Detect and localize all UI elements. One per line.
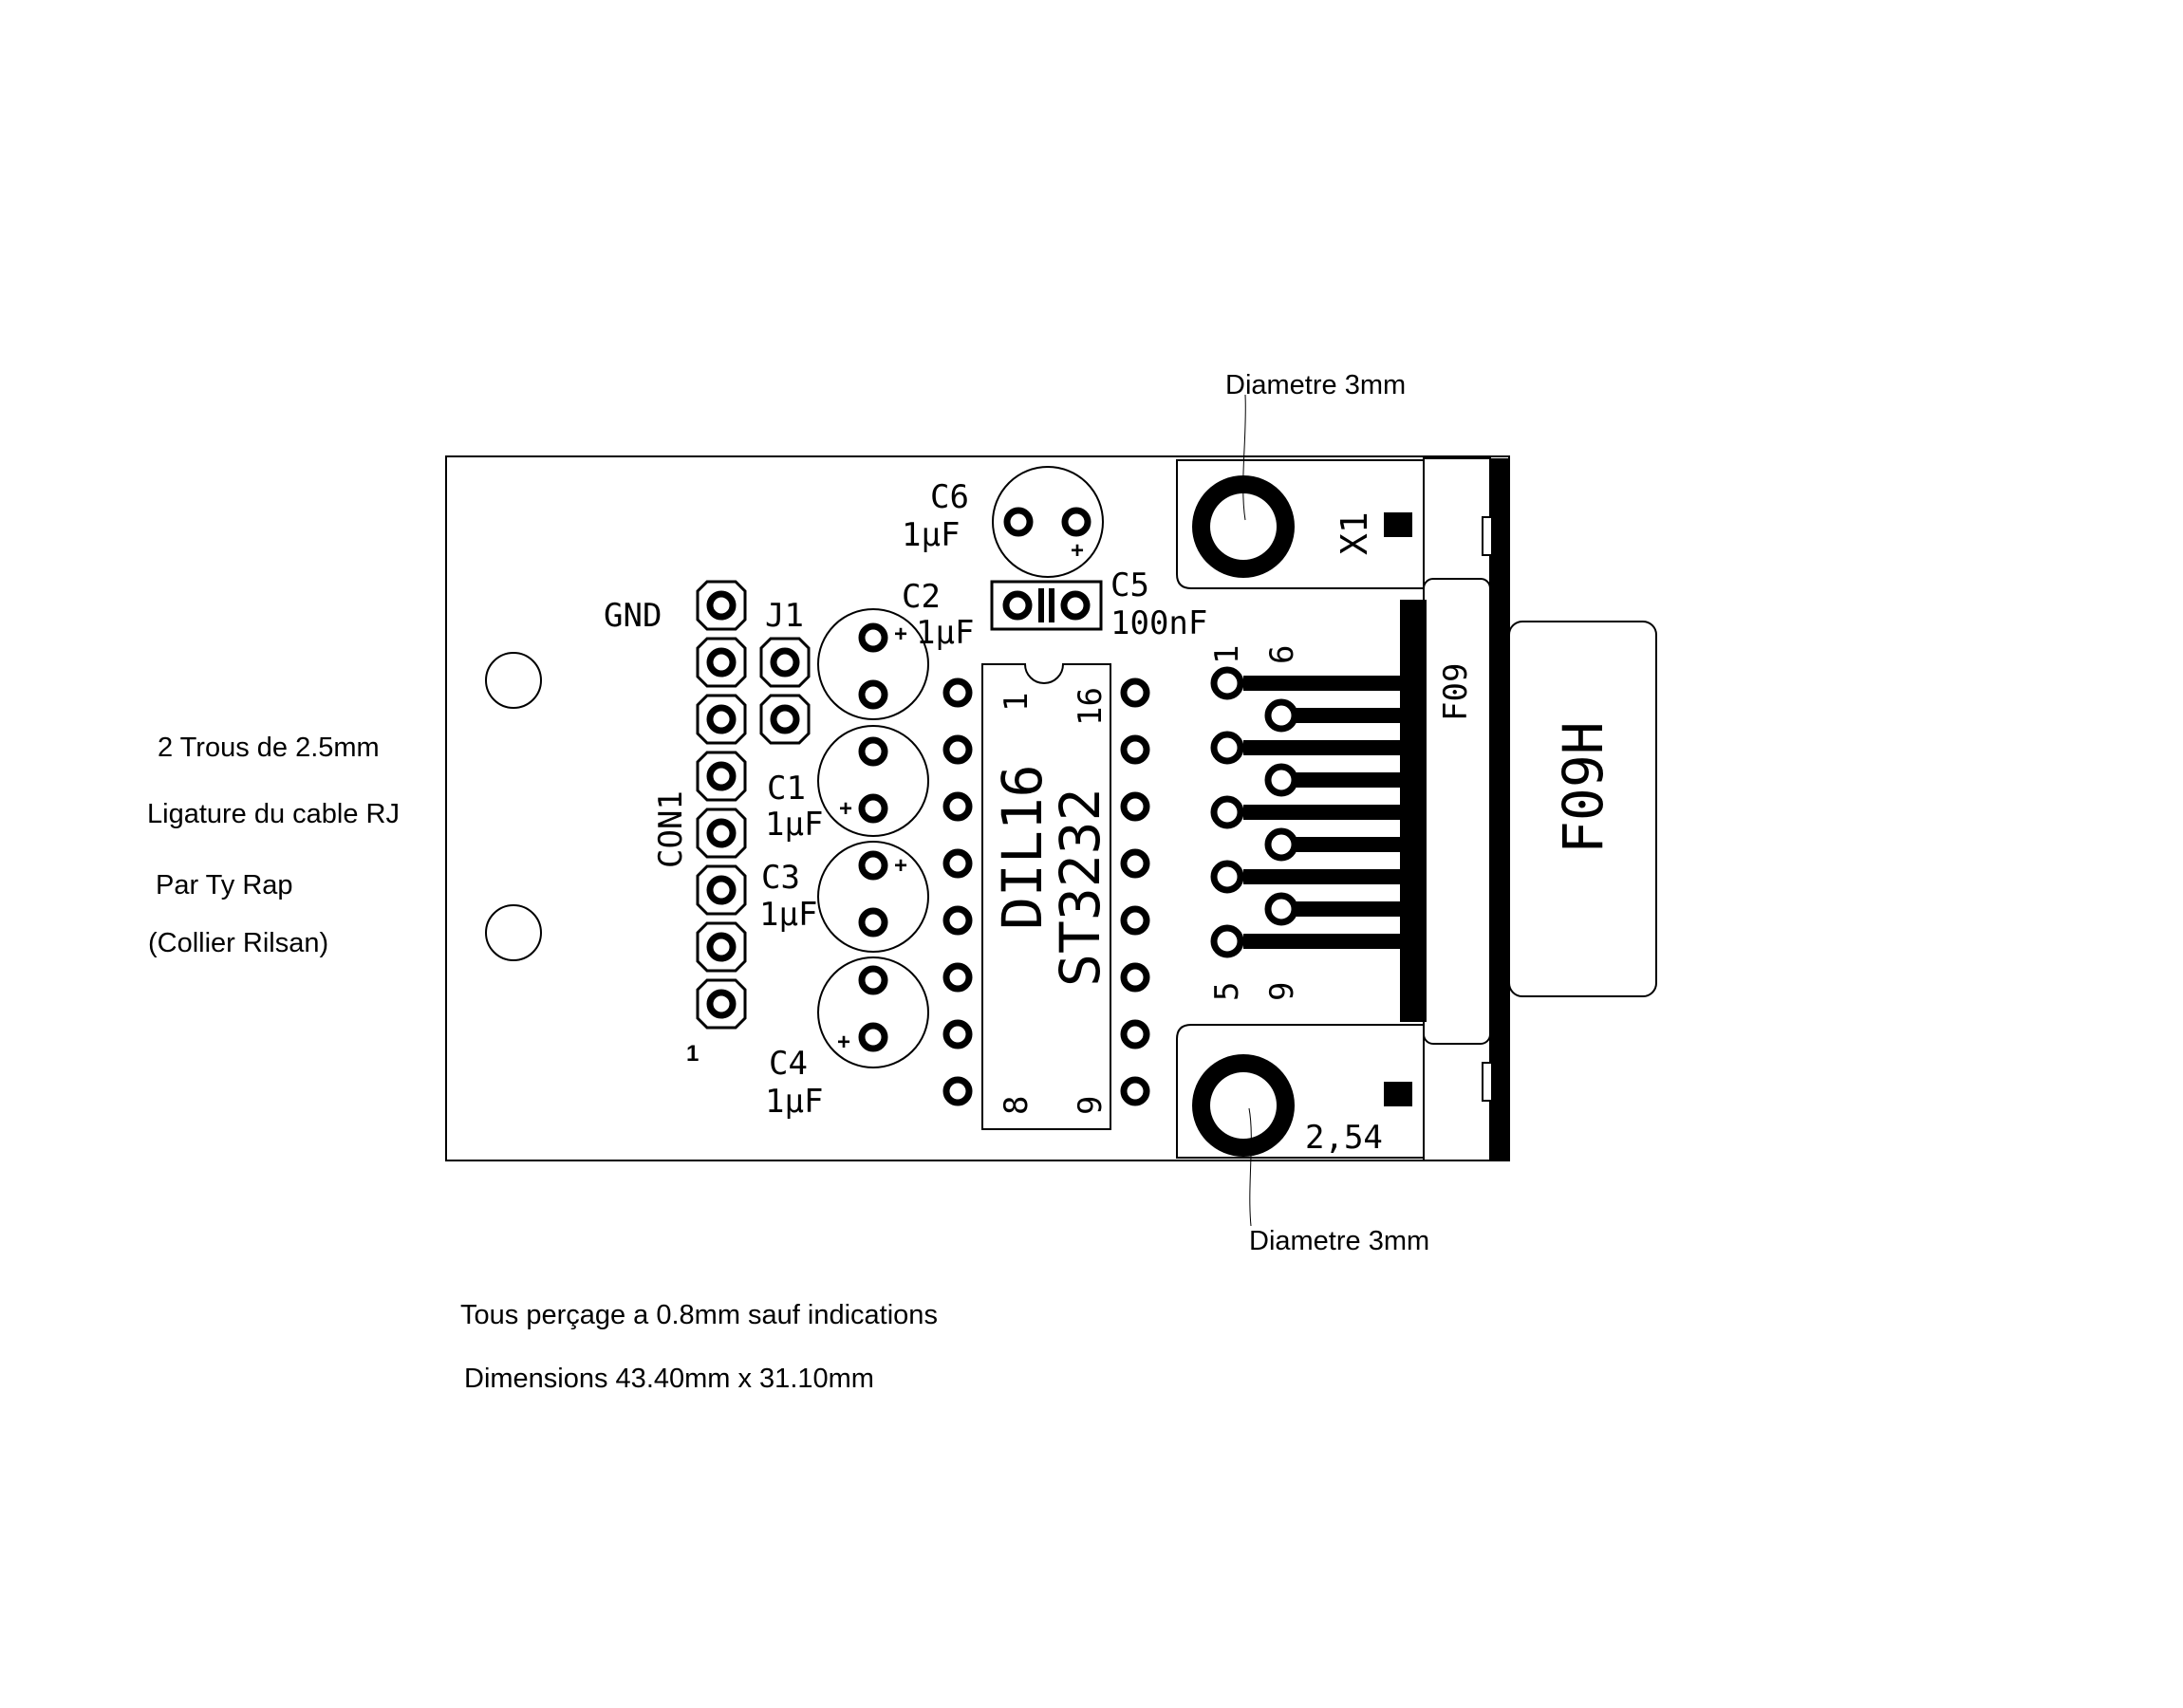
con1-header <box>696 580 747 1030</box>
dil16-ic <box>942 663 1150 1130</box>
db9-pin5-label: 5 <box>1208 982 1246 1001</box>
c6-value: 1µF <box>902 516 960 554</box>
c2-value: 1µF <box>916 614 974 652</box>
capacitor-outlines <box>817 466 1104 1068</box>
c5-value: 100nF <box>1110 604 1207 642</box>
c2-label: C2 <box>902 578 941 616</box>
db9-traces <box>1243 676 1405 949</box>
ic-package-label: DIL16 <box>990 764 1054 930</box>
drilling-note: Tous perçage a 0.8mm sauf indications <box>460 1300 938 1330</box>
c6-plus-mark: + <box>1071 538 1084 564</box>
ic-part-label: ST3232 <box>1048 788 1112 987</box>
hole-top-leader <box>1242 394 1246 521</box>
c3-value: 1µF <box>759 896 817 934</box>
con1-pin1-label: 1 <box>686 1041 699 1067</box>
tyrap-note: Par Ty Rap <box>156 870 293 900</box>
db9-pin6-label: 6 <box>1263 645 1301 664</box>
c1-value: 1µF <box>765 806 823 844</box>
ic-pin8-label: 8 <box>998 1096 1036 1115</box>
db9-connector <box>1176 457 1657 1161</box>
tie-hole-bottom <box>485 904 542 961</box>
ic-pin16-label: 16 <box>1072 687 1110 726</box>
j1-jumper <box>759 637 811 745</box>
hole-bottom-leader <box>1248 1107 1252 1227</box>
gnd-label: GND <box>604 597 662 635</box>
dimensions-note: Dimensions 43.40mm x 31.10mm <box>464 1364 874 1394</box>
rilsan-note: (Collier Rilsan) <box>148 928 328 958</box>
ic-pin9-label: 9 <box>1072 1096 1110 1115</box>
c2-plus-mark: + <box>894 622 907 647</box>
c3-plus-mark: + <box>894 853 907 879</box>
pitch-label: 2,54 <box>1305 1119 1383 1157</box>
c1-plus-mark: + <box>839 796 852 822</box>
c5-capacitor <box>990 580 1103 631</box>
c3-label: C3 <box>761 859 800 897</box>
f09-label: F09 <box>1437 663 1475 721</box>
x1-label: X1 <box>1334 511 1375 555</box>
c4-plus-mark: + <box>837 1030 850 1055</box>
db9-pin1-label: 1 <box>1208 645 1246 664</box>
tie-hole-top <box>485 652 542 709</box>
c6-label: C6 <box>930 478 969 516</box>
capacitor-pads <box>858 507 1092 1052</box>
db9-pads <box>1210 666 1298 958</box>
hole-top-note: Diametre 3mm <box>1225 370 1406 400</box>
c1-label: C1 <box>767 770 806 808</box>
c4-label: C4 <box>769 1045 808 1083</box>
tie-holes-note: 2 Trous de 2.5mm <box>158 733 380 763</box>
db9-pin9-label: 9 <box>1263 982 1301 1001</box>
ic-pin1-label: 1 <box>998 693 1036 712</box>
con1-label: CON1 <box>652 790 690 868</box>
c5-label: C5 <box>1110 566 1149 604</box>
hole-bottom-note: Diametre 3mm <box>1249 1226 1429 1256</box>
j1-label: J1 <box>765 597 804 635</box>
f09h-label: F09H <box>1551 721 1615 854</box>
cable-tie-note: Ligature du cable RJ <box>147 799 400 829</box>
c4-value: 1µF <box>765 1083 823 1121</box>
